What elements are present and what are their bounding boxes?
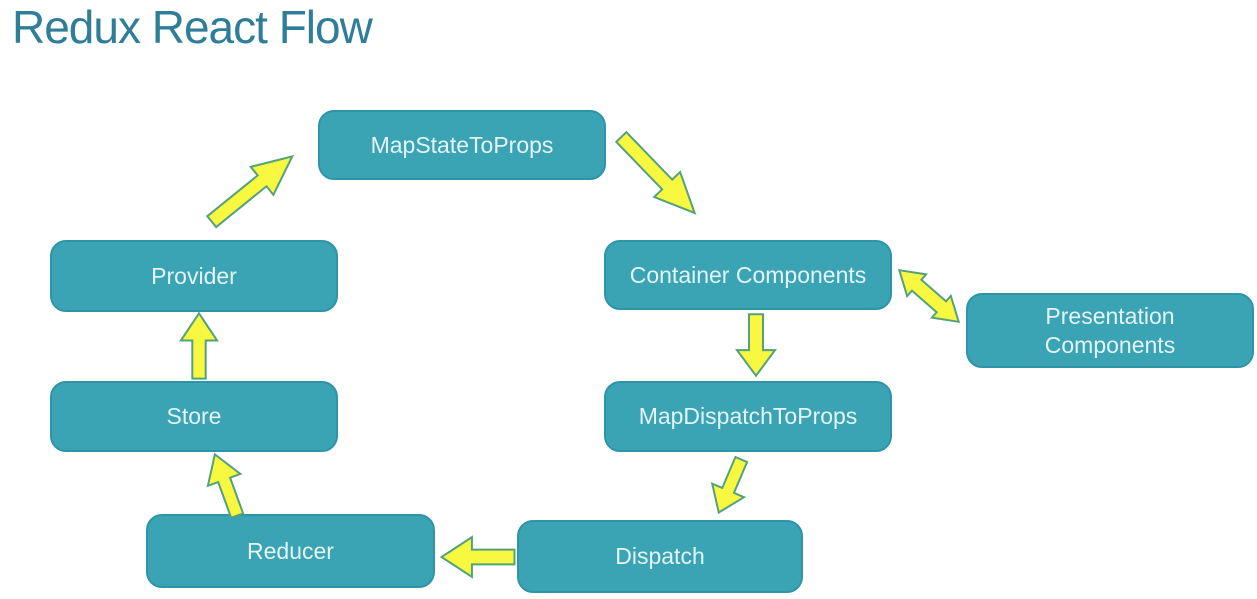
arrow-map-dispatch-to-dispatch xyxy=(700,451,760,522)
node-container-components: Container Components xyxy=(604,240,892,310)
node-map-state-to-props: MapStateToProps xyxy=(318,110,606,180)
node-provider: Provider xyxy=(50,240,338,312)
node-store: Store xyxy=(50,381,338,452)
arrow-dispatch-to-reducer xyxy=(440,534,516,580)
node-label: Container Components xyxy=(629,261,867,288)
node-label: Provider xyxy=(151,262,237,289)
node-reducer: Reducer xyxy=(146,514,435,588)
node-label: MapStateToProps xyxy=(370,131,554,158)
node-presentation-components: Presentation Components xyxy=(966,293,1254,368)
node-dispatch: Dispatch xyxy=(517,520,803,593)
page-title: Redux React Flow xyxy=(12,1,373,53)
arrow-reducer-to-store xyxy=(196,446,257,524)
arrow-container-to-map-dispatch xyxy=(734,313,778,377)
arrow-provider-to-map-state xyxy=(196,138,308,240)
arrow-container-presentation xyxy=(886,256,972,337)
node-map-dispatch-to-props: MapDispatchToProps xyxy=(604,381,892,452)
node-label: Store xyxy=(166,403,222,430)
node-label: MapDispatchToProps xyxy=(638,403,858,430)
arrow-store-to-provider xyxy=(178,312,220,380)
node-label: Presentation Components xyxy=(1044,302,1176,358)
node-label: Dispatch xyxy=(615,543,705,570)
arrow-map-state-to-container xyxy=(604,120,712,230)
node-label: Reducer xyxy=(247,537,334,564)
